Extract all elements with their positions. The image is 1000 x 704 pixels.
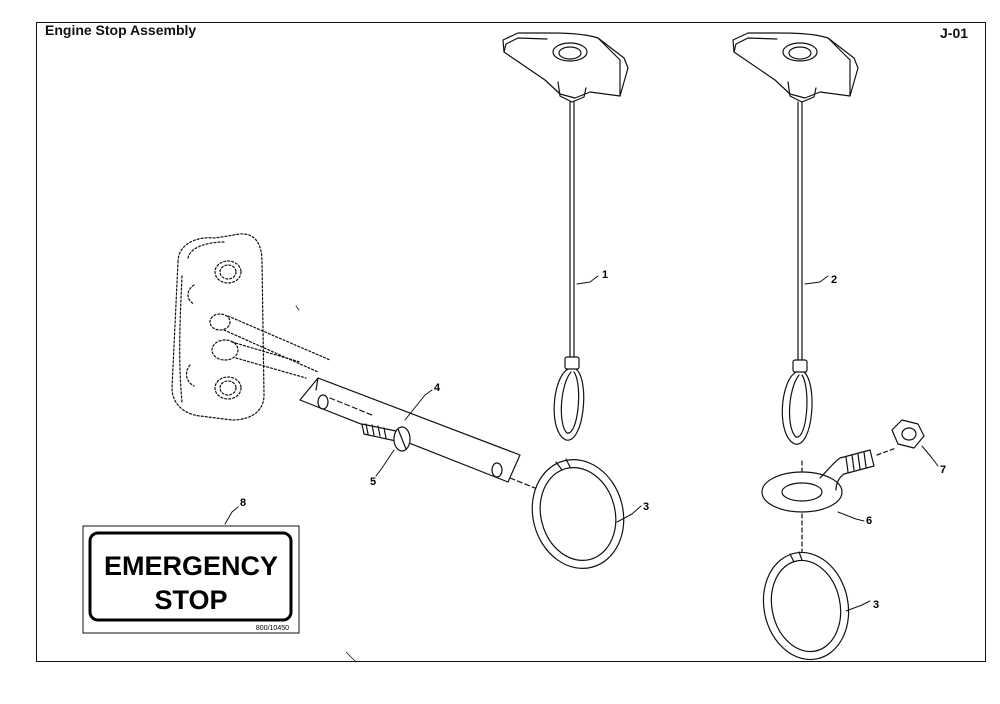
leader-lines (224, 275, 939, 612)
page-code: J-01 (940, 25, 969, 41)
callout-6: 6 (866, 515, 872, 527)
callout-3-right: 3 (873, 599, 879, 611)
callout-labels: 1 2 3 4 5 3 6 7 8 (240, 269, 946, 611)
split-ring-left (531, 458, 625, 569)
callout-1: 1 (602, 269, 608, 281)
decal-part-number: 800/10450 (256, 625, 289, 632)
hex-nut (891, 419, 925, 449)
callout-5: 5 (370, 476, 376, 488)
eye-bolt (761, 447, 897, 553)
decal-line-1: EMERGENCY (104, 551, 278, 581)
t-handle-cable-1 (502, 32, 629, 441)
decal-line-2: STOP (154, 585, 227, 615)
link-arm (299, 377, 546, 493)
callout-7: 7 (940, 464, 946, 476)
split-ring-right (762, 551, 850, 661)
callout-4: 4 (434, 382, 441, 394)
emergency-stop-decal: EMERGENCY STOP 800/10450 (82, 525, 300, 634)
callout-3-left: 3 (643, 501, 649, 513)
callout-2: 2 (831, 274, 837, 286)
mounting-bracket (171, 233, 331, 421)
drawing-frame (36, 22, 986, 662)
t-handle-cable-2 (732, 32, 859, 445)
screw (361, 423, 411, 452)
diagram-title: Engine Stop Assembly (45, 22, 197, 38)
callout-8: 8 (240, 497, 246, 509)
